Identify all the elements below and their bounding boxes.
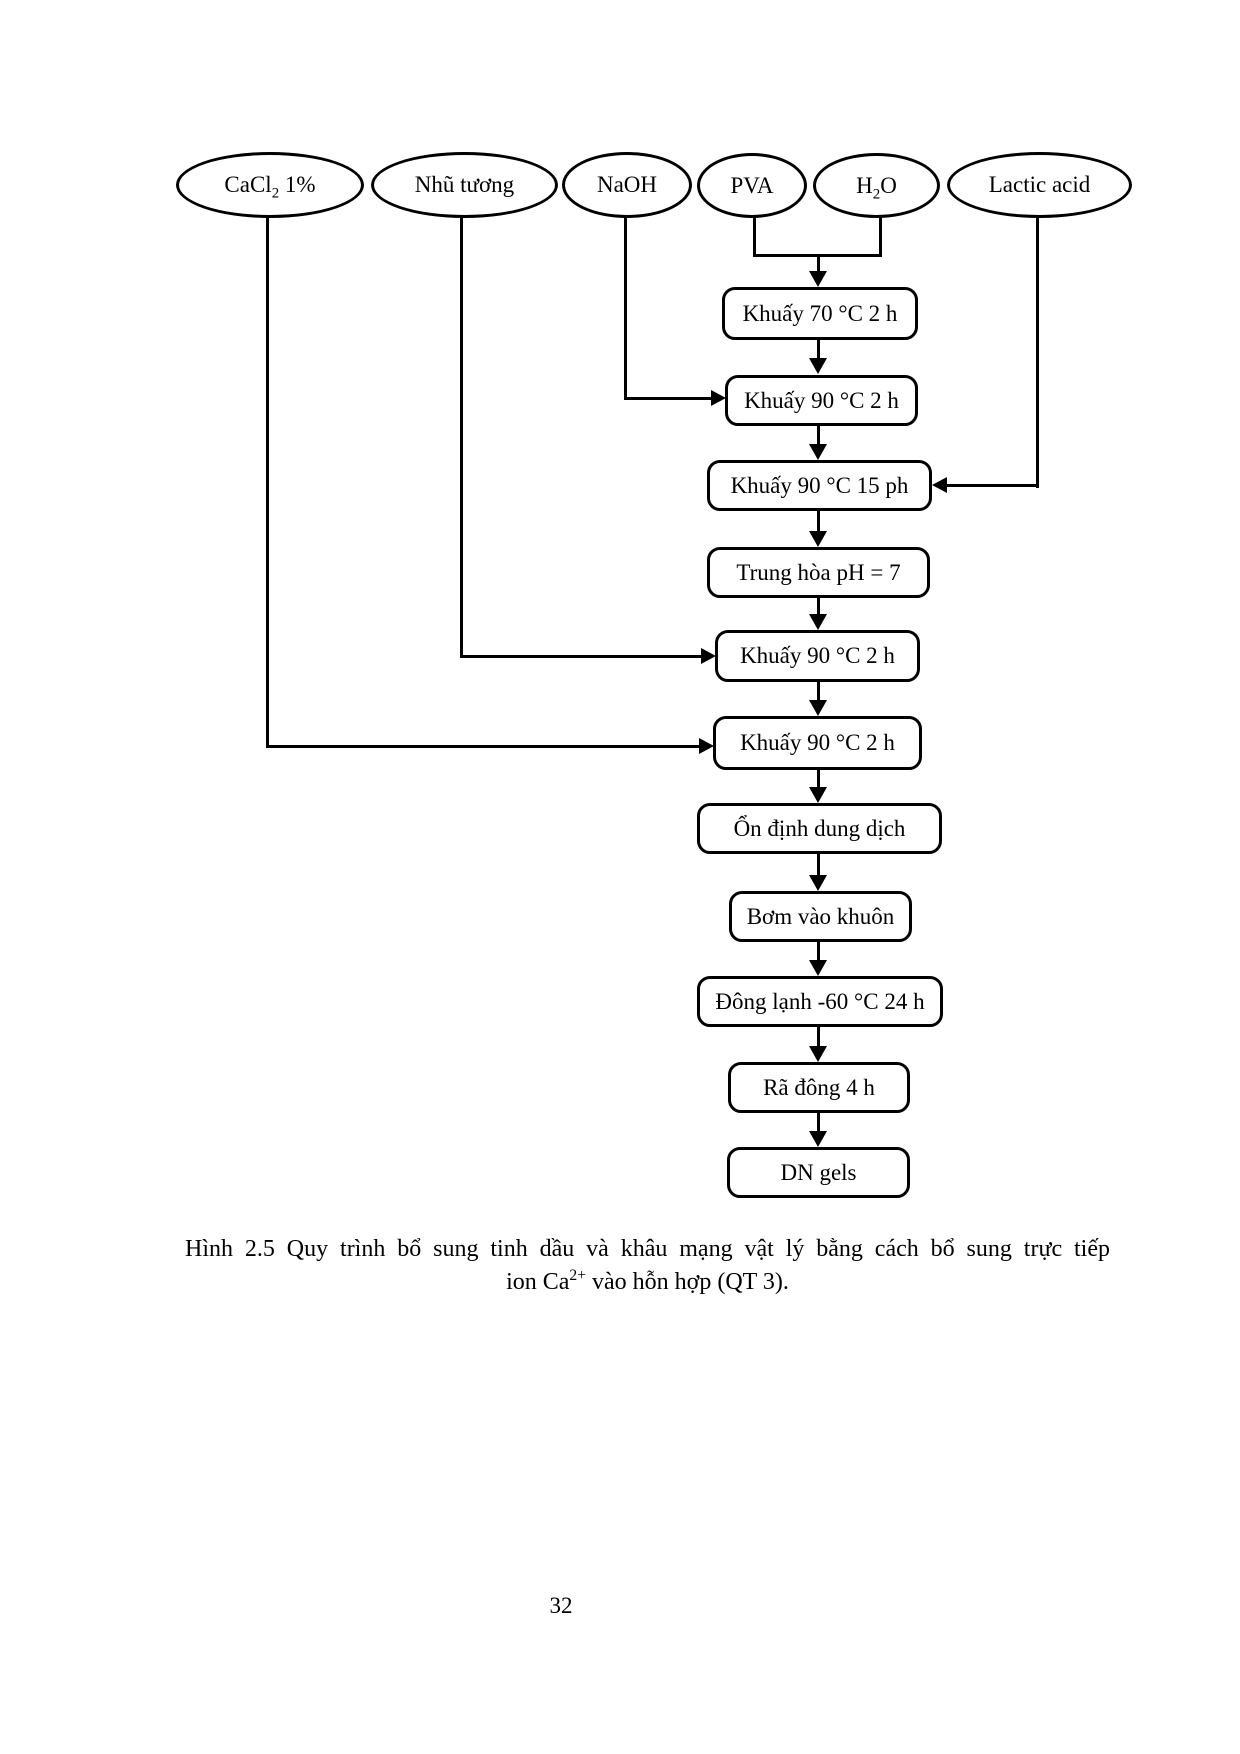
arrow-down-icon bbox=[809, 444, 827, 460]
connector-nhu-tuong-vertical bbox=[460, 215, 463, 658]
connector-cacl2-horizontal bbox=[266, 745, 700, 748]
label-text: NaOH bbox=[596, 172, 658, 198]
label-text: PVA bbox=[730, 172, 774, 198]
step-label: Đông lạnh -60 °C 24 h bbox=[715, 988, 925, 1014]
caption-text: ion Ca bbox=[506, 1269, 570, 1295]
connector-naoh-horizontal bbox=[624, 397, 712, 400]
input-label-lactic-acid: Lactic acid bbox=[989, 172, 1091, 197]
connector-lactic-vertical bbox=[1036, 215, 1039, 488]
connector-pva-vertical bbox=[753, 215, 756, 257]
step-label: Khuấy 90 °C 2 h bbox=[744, 387, 899, 413]
caption-text: vào hỗn hợp (QT 3). bbox=[586, 1269, 789, 1295]
arrow-right-icon bbox=[711, 390, 726, 406]
step-box-dn-gels: DN gels bbox=[727, 1147, 910, 1198]
caption-line-2: ion Ca2+ vào hỗn hợp (QT 3). bbox=[185, 1266, 1110, 1299]
label-text: H bbox=[856, 172, 873, 198]
arrow-down-icon bbox=[809, 531, 827, 547]
step-label: Trung hòa pH = 7 bbox=[736, 559, 901, 585]
connector-step7-step8 bbox=[817, 854, 820, 876]
connector-step3-step4 bbox=[817, 511, 820, 532]
figure-caption: Hình 2.5 Quy trình bổ sung tinh dầu và k… bbox=[185, 1233, 1110, 1299]
connector-step1-step2 bbox=[817, 340, 820, 359]
arrow-right-icon bbox=[699, 738, 714, 754]
step-label: Khuấy 90 °C 2 h bbox=[740, 643, 895, 669]
connector-step8-step9 bbox=[817, 942, 820, 961]
input-node-pva: PVA bbox=[697, 153, 807, 218]
input-node-cacl2: CaCl2 1% bbox=[176, 152, 364, 218]
arrow-down-icon bbox=[809, 875, 827, 891]
input-node-lactic-acid: Lactic acid bbox=[947, 152, 1132, 218]
arrow-left-icon bbox=[932, 477, 947, 493]
step-box-bom-vao-khuon: Bơm vào khuôn bbox=[729, 891, 912, 942]
step-box-on-dinh: Ổn định dung dịch bbox=[697, 803, 942, 854]
step-label: Khuấy 90 °C 15 ph bbox=[730, 472, 909, 498]
input-label-pva: PVA bbox=[730, 173, 773, 198]
label-subscript: 2 bbox=[872, 186, 881, 203]
arrow-down-icon bbox=[809, 1046, 827, 1062]
arrow-down-icon bbox=[809, 700, 827, 716]
connector-step4-step5 bbox=[817, 598, 820, 615]
input-label-cacl2: CaCl2 1% bbox=[224, 172, 316, 201]
connector-step5-step6 bbox=[817, 682, 820, 701]
connector-step9-step10 bbox=[817, 1027, 820, 1047]
connector-lactic-horizontal bbox=[946, 484, 1039, 487]
caption-superscript: 2+ bbox=[569, 1267, 587, 1284]
connector-merge-stem bbox=[817, 254, 820, 272]
label-text: CaCl bbox=[224, 172, 272, 198]
step-label: Ổn định dung dịch bbox=[733, 815, 906, 841]
label-text: Lactic acid bbox=[988, 172, 1091, 198]
page-number: 32 bbox=[549, 1593, 573, 1618]
step-box-khuay-90-15ph: Khuấy 90 °C 15 ph bbox=[707, 460, 932, 511]
label-text: 1% bbox=[279, 172, 316, 198]
arrow-down-icon bbox=[809, 614, 827, 630]
step-box-trung-hoa: Trung hòa pH = 7 bbox=[707, 547, 930, 598]
label-subscript: 2 bbox=[271, 185, 280, 202]
step-box-khuay-90-2h-b: Khuấy 90 °C 2 h bbox=[715, 630, 920, 682]
input-node-naoh: NaOH bbox=[562, 152, 692, 218]
label-text: O bbox=[880, 172, 897, 198]
arrow-down-icon bbox=[809, 271, 827, 287]
connector-h2o-vertical bbox=[879, 215, 882, 257]
step-box-khuay-90-2h-c: Khuấy 90 °C 2 h bbox=[713, 716, 922, 770]
connector-cacl2-vertical bbox=[266, 215, 269, 747]
step-label: Khuấy 90 °C 2 h bbox=[740, 730, 895, 756]
input-node-h2o: H2O bbox=[813, 153, 940, 218]
arrow-down-icon bbox=[809, 1131, 827, 1147]
input-label-h2o: H2O bbox=[856, 172, 897, 202]
input-node-nhu-tuong: Nhũ tương bbox=[371, 152, 558, 218]
connector-nhu-tuong-horizontal bbox=[460, 655, 702, 658]
input-label-nhu-tuong: Nhũ tương bbox=[415, 172, 514, 197]
connector-step2-step3 bbox=[817, 426, 820, 445]
connector-step6-step7 bbox=[817, 770, 820, 788]
arrow-down-icon bbox=[809, 960, 827, 976]
connector-step10-step11 bbox=[817, 1113, 820, 1132]
arrow-down-icon bbox=[809, 358, 827, 374]
caption-line-1: Hình 2.5 Quy trình bổ sung tinh dầu và k… bbox=[185, 1236, 1110, 1262]
arrow-down-icon bbox=[809, 787, 827, 803]
label-text: Nhũ tương bbox=[414, 172, 515, 198]
arrow-right-icon bbox=[701, 648, 716, 664]
step-box-khuay-90-2h-a: Khuấy 90 °C 2 h bbox=[725, 375, 918, 426]
step-box-dong-lanh: Đông lạnh -60 °C 24 h bbox=[697, 976, 943, 1027]
input-label-naoh: NaOH bbox=[597, 172, 657, 197]
step-label: Bơm vào khuôn bbox=[746, 903, 895, 929]
step-label: Khuấy 70 °C 2 h bbox=[742, 300, 898, 326]
step-box-khuay-70: Khuấy 70 °C 2 h bbox=[722, 287, 918, 340]
step-box-ra-dong: Rã đông 4 h bbox=[728, 1062, 910, 1113]
step-label: Rã đông 4 h bbox=[763, 1074, 875, 1100]
connector-naoh-vertical bbox=[624, 215, 627, 400]
step-label: DN gels bbox=[780, 1159, 857, 1185]
